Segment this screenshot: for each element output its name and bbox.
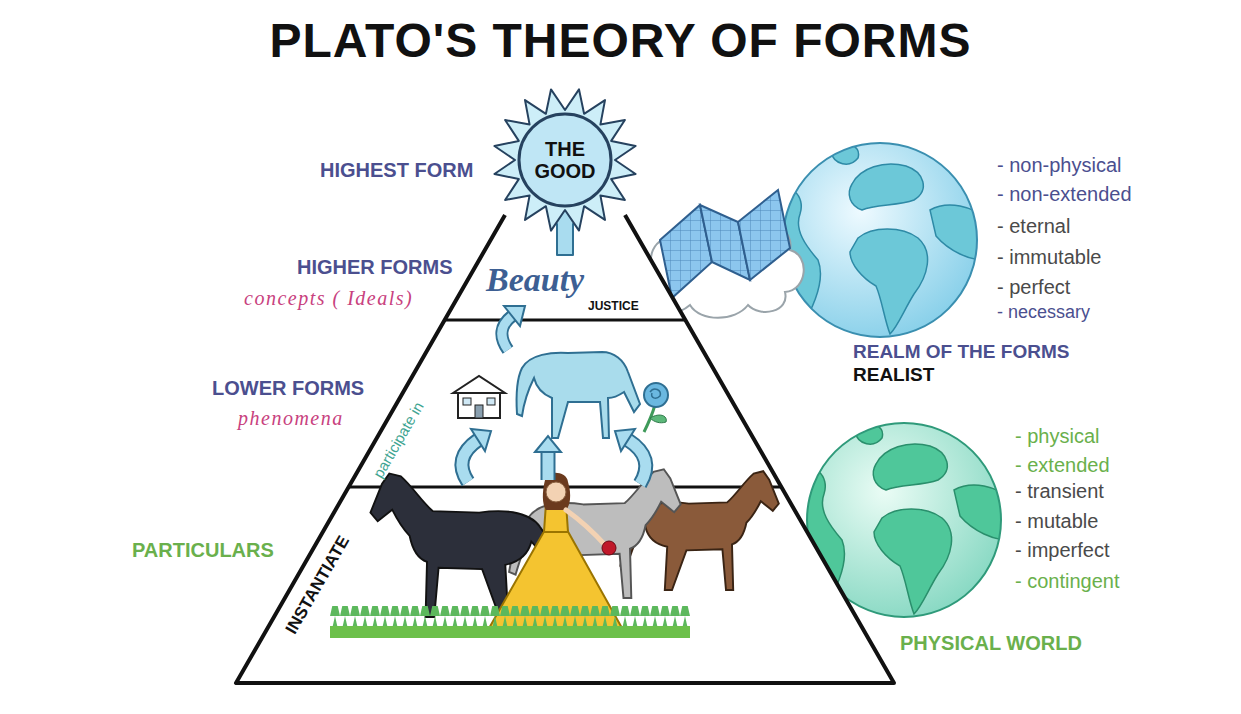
property-item: - necessary — [997, 302, 1090, 324]
arrow-outline — [502, 316, 512, 350]
property-item: - mutable — [1015, 509, 1098, 533]
arrow-shaft — [543, 452, 554, 480]
rose-leaf — [650, 415, 666, 423]
form-name: Beauty — [486, 261, 584, 298]
house-door — [475, 405, 483, 418]
house-body — [458, 392, 500, 418]
house-icon — [453, 376, 505, 418]
sun-rays — [494, 89, 635, 230]
face — [546, 482, 566, 502]
property-item: - contingent — [1015, 569, 1120, 593]
level-heading: LOWER FORMS — [212, 376, 364, 400]
sun-label: THE GOOD — [530, 138, 600, 182]
rose-icon — [644, 383, 668, 432]
continent — [849, 164, 923, 210]
property-item: - extended — [1015, 453, 1110, 477]
arrow-outline — [628, 440, 646, 484]
form-horse — [517, 352, 640, 438]
level-heading: PARTICULARS — [132, 538, 274, 562]
continent — [873, 444, 947, 490]
arrow-outline — [462, 440, 478, 482]
globe-continents — [770, 144, 990, 334]
property-item: - imperfect — [1015, 538, 1109, 562]
arrow-outline — [541, 452, 556, 480]
world-heading: REALIST — [853, 364, 934, 387]
forms-globe — [770, 143, 990, 337]
arrow-shaft — [462, 440, 478, 482]
globe-outline — [783, 143, 977, 337]
grass-ground — [330, 626, 690, 638]
continent — [874, 509, 952, 614]
pyramid — [236, 215, 894, 683]
diagram-title: PLATO'S THEORY OF FORMS — [0, 12, 1241, 70]
sun-node: THE GOOD — [517, 112, 613, 208]
property-item: - non-physical — [997, 153, 1122, 177]
property-item: - immutable — [997, 245, 1101, 269]
continent — [954, 485, 1014, 540]
continent — [850, 229, 928, 334]
house-window — [487, 398, 495, 405]
arrow-head — [535, 436, 561, 452]
arrow-head — [471, 429, 491, 451]
continent — [930, 205, 990, 260]
arrow-head — [615, 429, 635, 451]
level-heading: HIGHEST FORM — [320, 158, 473, 182]
property-item: - non-extended — [997, 182, 1132, 206]
grass — [330, 606, 690, 638]
band-outline — [444, 255, 686, 320]
level-subtitle: concepts ( Ideals) — [244, 286, 413, 310]
pyramid-outline — [236, 215, 894, 683]
participation-arrows — [462, 306, 646, 484]
property-item: - perfect — [997, 275, 1070, 299]
panel — [738, 190, 790, 280]
arm — [566, 510, 606, 546]
red-rose — [602, 541, 616, 555]
pyramid-band: BeautyJUSTICE — [444, 255, 686, 320]
property-item: - eternal — [997, 214, 1070, 238]
property-item: - physical — [1015, 424, 1099, 448]
world-heading: PHYSICAL WORLD — [900, 631, 1082, 655]
property-item: - transient — [1015, 479, 1104, 503]
pyramid-divider — [444, 319, 686, 322]
arrow-shaft — [502, 316, 512, 350]
form-name: JUSTICE — [588, 299, 639, 313]
sun-disc — [519, 114, 611, 206]
world-heading: REALM OF THE FORMS — [853, 341, 1069, 364]
arrow-head — [504, 306, 525, 326]
grass-blades — [330, 606, 690, 628]
arrow-shaft — [628, 440, 646, 484]
rose-bloom — [644, 383, 668, 407]
level-subtitle: phenomena — [238, 406, 344, 430]
level-heading: HIGHER FORMS — [297, 255, 453, 279]
rose-petal — [650, 389, 660, 398]
house-window — [463, 398, 471, 405]
house-roof — [453, 376, 505, 393]
